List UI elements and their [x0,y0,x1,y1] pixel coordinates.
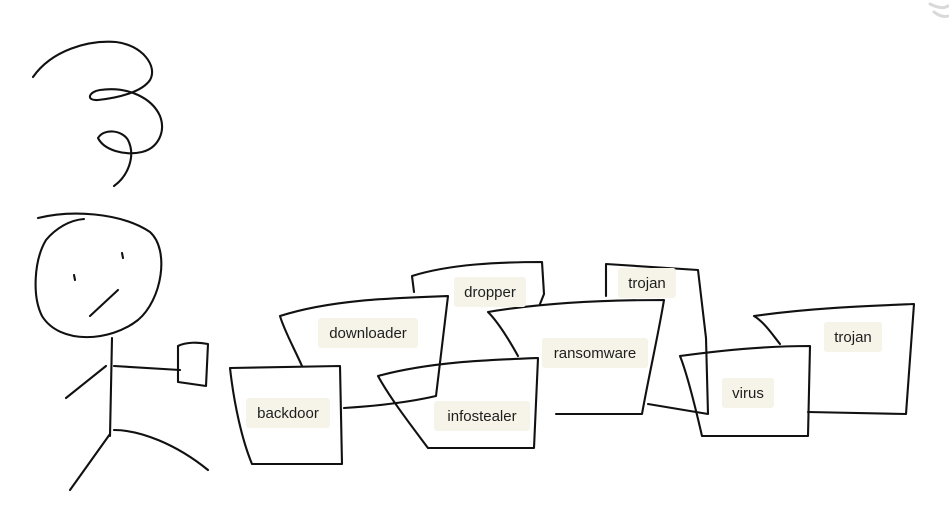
frame-dropper [410,260,546,306]
leg-right [112,428,210,472]
eye-right [120,251,125,260]
corner-mark [928,2,949,18]
eye-left [72,273,77,282]
label-virus: virus [722,378,774,408]
leg-left [68,432,112,492]
label-ransomware: ransomware [542,338,648,368]
stick-figure [34,212,210,492]
svg-text:backdoor: backdoor [257,405,319,422]
svg-text:ransomware: ransomware [554,345,637,362]
body [108,336,114,438]
thought-squiggle [31,40,164,188]
arm-left [64,364,108,400]
frame-ransomware [486,298,666,416]
frame-trojan-1 [604,262,710,416]
label-dropper: dropper [454,277,526,307]
label-infostealer: infostealer [434,401,530,431]
label-backdoor: backdoor [246,398,330,428]
frame-downloader [278,294,450,410]
label-downloader: downloader [318,318,418,348]
svg-text:downloader: downloader [329,325,407,342]
frame-infostealer [376,356,540,450]
cup [176,341,210,388]
frame-backdoor [228,364,344,466]
svg-text:trojan: trojan [628,275,666,292]
frame-trojan-2 [752,302,916,416]
mouth [88,288,120,318]
folder-frames [228,260,916,466]
svg-text:infostealer: infostealer [447,408,516,425]
head [34,212,163,339]
svg-text:trojan: trojan [834,329,872,346]
frame-virus [678,344,812,438]
label-trojan-2: trojan [824,322,882,352]
svg-text:virus: virus [732,385,764,402]
label-trojan-1: trojan [618,268,676,298]
arm-right [112,364,182,372]
svg-text:dropper: dropper [464,284,516,301]
